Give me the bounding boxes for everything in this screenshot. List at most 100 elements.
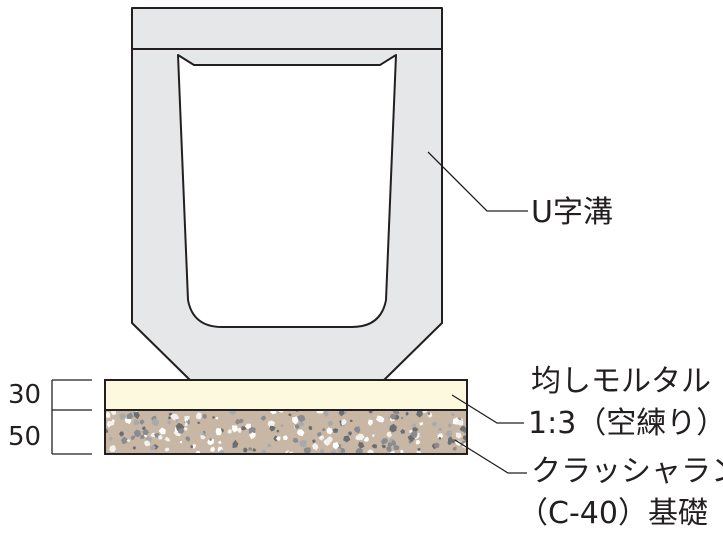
gravel-stone — [132, 446, 137, 450]
u-channel-body — [131, 7, 443, 381]
gravel-stone — [244, 423, 251, 429]
gravel-stone — [367, 449, 374, 454]
gravel-stone — [119, 431, 124, 437]
gravel-texture — [105, 410, 467, 454]
gravel-stone — [419, 422, 424, 426]
gravel-stone — [376, 415, 385, 423]
gravel-stone — [183, 426, 188, 431]
gravel-stone — [445, 430, 453, 438]
gravel-stone — [394, 414, 400, 420]
gravel-stone — [389, 413, 397, 420]
gravel-stone — [207, 437, 215, 446]
gravel-stone — [338, 410, 345, 417]
crusher-run-base-outline — [104, 409, 468, 455]
gravel-stone — [298, 421, 304, 427]
gravel-stone — [215, 428, 222, 436]
gravel-stone — [386, 431, 392, 438]
gravel-stone — [270, 410, 277, 415]
gravel-stone — [177, 428, 185, 434]
gravel-stone — [312, 439, 316, 444]
gravel-stone — [318, 435, 324, 441]
gravel-stone — [387, 416, 391, 420]
gravel-stone — [227, 429, 232, 434]
gravel-stone — [332, 428, 339, 433]
gravel-stone — [190, 445, 193, 449]
gravel-stone — [276, 436, 281, 441]
label-mortar-line1: 均しモルタル — [531, 364, 711, 399]
gravel-stone — [238, 418, 244, 424]
dimension-marks — [51, 379, 92, 455]
label-mortar-line2: 1:3（空練り） — [528, 406, 723, 441]
gravel-stone — [319, 448, 325, 454]
gravel-stone — [218, 440, 222, 444]
gravel-stone — [299, 440, 307, 448]
gravel-stone — [462, 435, 467, 441]
gravel-stone — [400, 429, 405, 434]
gravel-stone — [297, 414, 306, 422]
gravel-stone — [232, 439, 239, 449]
gravel-stone — [142, 426, 146, 431]
gravel-stone — [158, 434, 163, 440]
gravel-stone — [358, 441, 365, 449]
gravel-stone — [303, 447, 311, 454]
gravel-stone — [106, 411, 111, 417]
gravel-stone — [382, 438, 389, 444]
mortar-layer — [104, 379, 468, 411]
gravel-stone — [139, 419, 145, 425]
gravel-stone — [456, 419, 464, 426]
gravel-stone — [323, 439, 331, 446]
gravel-stone — [133, 412, 140, 420]
gravel-stone — [344, 410, 348, 415]
gravel-stone — [316, 432, 322, 437]
gravel-stone — [447, 440, 452, 445]
gravel-stone — [294, 424, 300, 430]
gravel-stone — [332, 442, 340, 450]
gravel-stone — [412, 427, 419, 433]
label-base-line1: クラッシャラン — [531, 454, 723, 489]
gravel-stone — [438, 436, 442, 440]
gravel-stone — [192, 443, 197, 449]
gravel-stone — [455, 432, 462, 439]
gravel-stone — [133, 429, 141, 438]
gravel-stone — [151, 418, 159, 426]
gravel-stone — [288, 413, 292, 417]
gravel-stone — [393, 445, 400, 451]
gravel-stone — [142, 429, 149, 435]
gravel-stone — [126, 412, 134, 420]
gravel-stone — [110, 410, 117, 416]
gravel-stone — [417, 447, 421, 451]
gravel-stone — [175, 419, 179, 423]
leader-lines — [427, 151, 528, 474]
dimension-mortar-thickness: 30 — [8, 380, 42, 410]
gravel-stone — [197, 421, 201, 425]
gravel-stone — [130, 435, 136, 441]
gravel-stone — [341, 419, 347, 426]
gravel-stone — [185, 436, 191, 442]
gravel-stone — [109, 420, 115, 426]
gravel-stone — [296, 429, 305, 437]
gravel-stone — [276, 429, 280, 433]
gravel-stone — [185, 420, 189, 423]
gravel-stone — [209, 438, 213, 441]
gravel-stone — [109, 436, 113, 442]
gravel-stone — [459, 425, 466, 432]
gravel-stone — [400, 449, 404, 454]
gravel-stone — [261, 449, 267, 454]
gravel-stone — [200, 435, 206, 440]
gravel-stone — [348, 431, 353, 436]
gravel-stone — [431, 421, 437, 427]
gravel-stone — [363, 436, 369, 442]
gravel-stone — [371, 443, 377, 449]
gravel-stone — [167, 420, 172, 425]
gravel-stone — [416, 410, 423, 418]
gravel-stone — [437, 427, 443, 432]
gravel-stone — [410, 430, 418, 438]
gravel-stone — [150, 444, 156, 451]
gravel-stone — [144, 440, 151, 447]
gravel-stone — [450, 439, 456, 444]
gravel-stone — [292, 416, 299, 425]
gravel-stone — [356, 433, 365, 440]
gravel-stone — [164, 447, 170, 452]
gravel-stone — [391, 439, 397, 447]
